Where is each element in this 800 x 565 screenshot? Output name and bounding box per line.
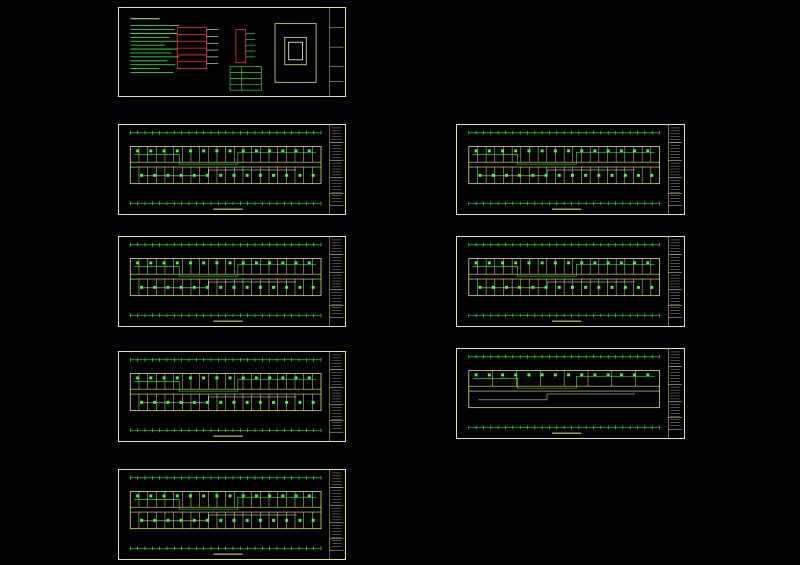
floor-plan-drawing-5 (468, 125, 682, 214)
cover-drawing (130, 8, 344, 96)
floor-plan-sheet-3 (118, 351, 346, 442)
floor-plan-sheet-6 (456, 236, 685, 327)
cover-sheet (118, 7, 346, 97)
floor-plan-drawing-6 (468, 237, 682, 326)
floor-plan-drawing-4 (129, 470, 344, 559)
floor-plan-drawing-3 (129, 352, 344, 441)
floor-plan-sheet-2 (118, 236, 346, 327)
floor-plan-drawing-1 (129, 125, 344, 214)
floor-plan-sheet-4 (118, 469, 346, 560)
floor-plan-drawing-7 (468, 349, 682, 438)
floor-plan-sheet-1 (118, 124, 346, 215)
floor-plan-sheet-5 (456, 124, 685, 215)
floor-plan-drawing-2 (129, 237, 344, 326)
floor-plan-sheet-7 (456, 348, 685, 439)
